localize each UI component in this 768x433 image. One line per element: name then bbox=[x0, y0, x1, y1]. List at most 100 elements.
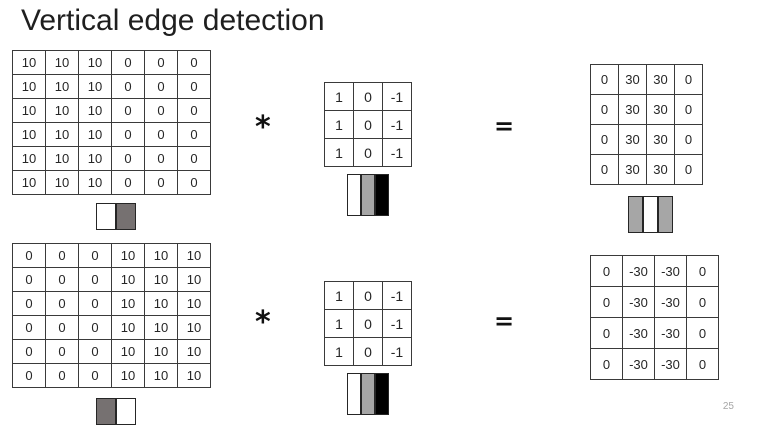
matrix-cell: 0 bbox=[674, 154, 703, 185]
matrix-cell: -1 bbox=[382, 281, 412, 310]
matrix-cell: 0 bbox=[353, 110, 383, 139]
matrix-cell: 0 bbox=[686, 255, 719, 287]
matrix-cell: 0 bbox=[111, 146, 145, 171]
viz-swatch bbox=[628, 196, 643, 233]
matrix-cell: -1 bbox=[382, 110, 412, 139]
matrix-cell: 1 bbox=[324, 82, 354, 111]
matrix-cell: 0 bbox=[590, 154, 619, 185]
matrix-cell: 0 bbox=[144, 74, 178, 99]
viz-swatch bbox=[375, 373, 389, 415]
matrix-cell: 0 bbox=[111, 74, 145, 99]
matrix-cell: 30 bbox=[646, 94, 675, 125]
matrix-cell: 10 bbox=[177, 339, 211, 364]
matrix-cell: 0 bbox=[144, 50, 178, 75]
filter-viz-bottom bbox=[347, 373, 389, 415]
equals-sign-bottom: = bbox=[494, 307, 515, 335]
matrix-cell: 0 bbox=[353, 82, 383, 111]
viz-swatch bbox=[116, 398, 136, 425]
matrix-cell: 10 bbox=[78, 170, 112, 195]
matrix-cell: 1 bbox=[324, 281, 354, 310]
matrix-cell: -30 bbox=[654, 317, 687, 349]
matrix-cell: 0 bbox=[45, 243, 79, 268]
matrix-cell: 0 bbox=[686, 317, 719, 349]
matrix-cell: 0 bbox=[590, 286, 623, 318]
matrix-cell: -30 bbox=[654, 286, 687, 318]
matrix-cell: 30 bbox=[646, 124, 675, 155]
matrix-cell: 0 bbox=[144, 98, 178, 123]
matrix-cell: 1 bbox=[324, 309, 354, 338]
viz-swatch bbox=[361, 174, 375, 216]
matrix-cell: 0 bbox=[590, 255, 623, 287]
viz-swatch bbox=[643, 196, 658, 233]
matrix-cell: 30 bbox=[646, 64, 675, 95]
matrix-cell: 0 bbox=[45, 291, 79, 316]
matrix-cell: 0 bbox=[45, 363, 79, 388]
matrix-cell: -1 bbox=[382, 337, 412, 366]
matrix-cell: 10 bbox=[177, 267, 211, 292]
matrix-cell: 30 bbox=[618, 154, 647, 185]
viz-swatch bbox=[96, 203, 116, 230]
matrix-cell: 0 bbox=[144, 146, 178, 171]
matrix-cell: 0 bbox=[78, 363, 112, 388]
matrix-cell: 0 bbox=[111, 98, 145, 123]
matrix-cell: 30 bbox=[618, 64, 647, 95]
matrix-cell: 10 bbox=[12, 146, 46, 171]
matrix-cell: -1 bbox=[382, 309, 412, 338]
matrix-cell: 0 bbox=[177, 122, 211, 147]
matrix-cell: 30 bbox=[646, 154, 675, 185]
matrix-cell: 10 bbox=[177, 291, 211, 316]
matrix-cell: 10 bbox=[78, 122, 112, 147]
matrix-cell: 1 bbox=[324, 110, 354, 139]
matrix-cell: 10 bbox=[144, 315, 178, 340]
matrix-cell: 0 bbox=[674, 94, 703, 125]
asterisk-operator-top: * bbox=[255, 110, 271, 145]
matrix-cell: 10 bbox=[78, 50, 112, 75]
matrix-cell: 10 bbox=[12, 74, 46, 99]
matrix-cell: 0 bbox=[177, 74, 211, 99]
matrix-cell: 0 bbox=[177, 50, 211, 75]
matrix-cell: 10 bbox=[144, 267, 178, 292]
matrix-cell: 0 bbox=[686, 348, 719, 380]
matrix-cell: 10 bbox=[144, 243, 178, 268]
matrix-cell: -30 bbox=[654, 348, 687, 380]
matrix-cell: 10 bbox=[45, 50, 79, 75]
matrix-cell: 0 bbox=[12, 315, 46, 340]
matrix-cell: 10 bbox=[78, 98, 112, 123]
matrix-cell: 0 bbox=[78, 267, 112, 292]
viz-swatch bbox=[347, 174, 361, 216]
matrix-cell: 0 bbox=[45, 315, 79, 340]
matrix-cell: 0 bbox=[590, 94, 619, 125]
matrix-cell: 0 bbox=[12, 363, 46, 388]
matrix-cell: 0 bbox=[78, 291, 112, 316]
viz-swatch bbox=[347, 373, 361, 415]
matrix-cell: 10 bbox=[111, 363, 145, 388]
viz-swatch bbox=[361, 373, 375, 415]
matrix-cell: 10 bbox=[12, 122, 46, 147]
matrix-cell: 10 bbox=[177, 363, 211, 388]
viz-swatch bbox=[658, 196, 673, 233]
